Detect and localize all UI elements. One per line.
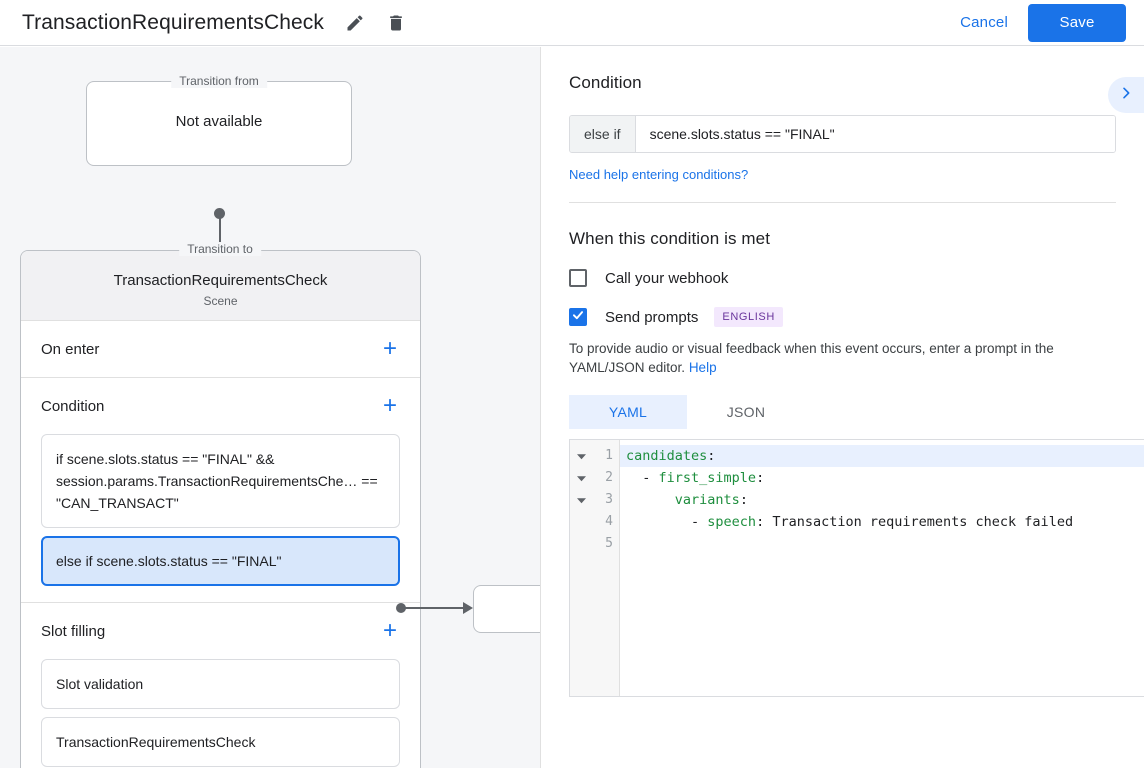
- code-indent: [626, 514, 691, 530]
- webhook-checkbox-row[interactable]: Call your webhook: [569, 269, 1116, 287]
- cancel-button[interactable]: Cancel: [948, 6, 1020, 39]
- code-key: first_simple: [658, 470, 757, 486]
- editor-line-numbers: 1 2 3 4 5: [592, 440, 620, 696]
- code-value: Transaction requirements check failed: [764, 514, 1074, 530]
- flow-canvas[interactable]: Transition from Not available Transition…: [0, 47, 540, 768]
- code-line[interactable]: candidates:: [620, 445, 1144, 467]
- scene-card-title: TransactionRequirementsCheck: [113, 272, 328, 289]
- fold-toggle[interactable]: [570, 445, 592, 467]
- webhook-label: Call your webhook: [605, 269, 729, 287]
- app-header: TransactionRequirementsCheck Cancel Save: [0, 0, 1144, 46]
- edit-name-button[interactable]: [340, 8, 370, 38]
- editor-fold-column: [570, 440, 592, 696]
- code-colon: :: [739, 492, 748, 508]
- condition-prefix-label: else if: [570, 116, 636, 152]
- fold-spacer: [570, 511, 592, 533]
- panel-when-met-heading: When this condition is met: [569, 229, 771, 248]
- scene-section-condition: Condition + if scene.slots.status == "FI…: [21, 378, 420, 603]
- scene-card[interactable]: TransactionRequirementsCheck Scene On en…: [20, 250, 421, 768]
- transition-from-node[interactable]: Transition from Not available: [86, 74, 352, 166]
- code-dash: -: [642, 470, 659, 486]
- code-colon: :: [756, 470, 765, 486]
- expand-panel-button[interactable]: [1108, 77, 1144, 113]
- fold-toggle[interactable]: [570, 489, 592, 511]
- condition-item-selected[interactable]: else if scene.slots.status == "FINAL": [41, 536, 400, 586]
- scene-section-on-enter: On enter +: [21, 321, 420, 378]
- code-colon: :: [756, 514, 765, 530]
- save-button[interactable]: Save: [1028, 3, 1126, 42]
- transition-from-value: Not available: [175, 113, 263, 130]
- code-dash: -: [691, 514, 708, 530]
- transition-to-legend: Transition to: [179, 242, 261, 256]
- code-key: speech: [707, 514, 757, 530]
- prompt-code-editor[interactable]: 1 2 3 4 5 candidates: - first_simple: va…: [569, 439, 1144, 697]
- code-line[interactable]: - first_simple:: [620, 467, 1144, 489]
- line-number: 3: [605, 492, 613, 507]
- slot-filling-item[interactable]: TransactionRequirementsCheck: [41, 717, 400, 767]
- editor-code-area[interactable]: candidates: - first_simple: variants: - …: [620, 440, 1144, 696]
- add-on-enter-button[interactable]: +: [382, 335, 397, 362]
- line-number: 4: [605, 514, 613, 529]
- help-link[interactable]: Help: [688, 360, 717, 375]
- section-header-on-enter: On enter +: [21, 321, 420, 377]
- webhook-checkbox[interactable]: [569, 269, 587, 287]
- condition-expression-input[interactable]: [635, 116, 1115, 152]
- add-slot-filling-button[interactable]: +: [382, 617, 397, 644]
- condition-item[interactable]: if scene.slots.status == "FINAL" && sess…: [41, 434, 400, 528]
- send-prompts-checkbox[interactable]: [569, 308, 587, 326]
- code-line[interactable]: - speech: Transaction requirements check…: [620, 511, 1144, 533]
- code-key: variants: [674, 492, 740, 508]
- line-number: 1: [605, 448, 613, 463]
- tab-yaml[interactable]: YAML: [569, 395, 687, 429]
- pencil-icon: [345, 13, 365, 33]
- section-title-slot-filling: Slot filling: [41, 622, 106, 640]
- code-key: candidates: [626, 448, 708, 464]
- panel-divider: [569, 202, 1116, 203]
- section-header-condition: Condition +: [21, 378, 420, 434]
- panel-condition-section: Condition else if Need help entering con…: [541, 47, 1144, 203]
- condition-expression-row: else if: [569, 115, 1116, 153]
- page-title: TransactionRequirementsCheck: [22, 10, 324, 34]
- line-number: 2: [605, 470, 613, 485]
- section-header-slot-filling: Slot filling +: [21, 603, 420, 659]
- editor-format-tabs: YAML JSON: [569, 395, 1116, 429]
- section-title-condition: Condition: [41, 397, 105, 415]
- code-line[interactable]: [620, 533, 1144, 555]
- send-prompts-description-text: To provide audio or visual feedback when…: [569, 341, 1054, 375]
- check-icon: [571, 308, 585, 327]
- language-badge: ENGLISH: [714, 307, 783, 327]
- delete-button[interactable]: [381, 8, 411, 38]
- flow-connector-line: [219, 213, 221, 263]
- scene-card-header: TransactionRequirementsCheck Scene: [21, 251, 420, 321]
- slot-filling-item[interactable]: Slot validation: [41, 659, 400, 709]
- panel-condition-heading: Condition: [569, 73, 642, 92]
- section-body-slot-filling: Slot validation TransactionRequirementsC…: [21, 659, 420, 768]
- code-indent: [626, 470, 642, 486]
- details-panel: Condition else if Need help entering con…: [540, 47, 1144, 768]
- scene-card-subtitle: Scene: [203, 294, 238, 308]
- chevron-right-icon: [1118, 85, 1134, 106]
- target-node[interactable]: [473, 585, 540, 633]
- tab-json[interactable]: JSON: [726, 404, 766, 420]
- section-title-on-enter: On enter: [41, 340, 100, 358]
- send-prompts-label: Send prompts: [605, 308, 699, 326]
- condition-output-arrowhead: [463, 602, 473, 614]
- code-colon: :: [707, 448, 716, 464]
- code-indent: [626, 492, 675, 508]
- condition-output-line: [401, 607, 465, 609]
- scene-section-slot-filling: Slot filling + Slot validation Transacti…: [21, 603, 420, 768]
- panel-when-met-section: When this condition is met Call your web…: [541, 203, 1144, 697]
- send-prompts-checkbox-row[interactable]: Send prompts ENGLISH: [569, 307, 1116, 327]
- condition-help-link[interactable]: Need help entering conditions?: [569, 167, 749, 182]
- transition-from-legend: Transition from: [171, 74, 267, 88]
- fold-toggle[interactable]: [570, 467, 592, 489]
- condition-output-dot: [396, 603, 406, 613]
- fold-spacer: [570, 533, 592, 555]
- send-prompts-description: To provide audio or visual feedback when…: [569, 339, 1116, 377]
- section-body-condition: if scene.slots.status == "FINAL" && sess…: [21, 434, 420, 602]
- line-number: 5: [605, 536, 613, 551]
- code-line[interactable]: variants:: [620, 489, 1144, 511]
- trash-icon: [386, 13, 406, 33]
- add-condition-button[interactable]: +: [382, 392, 397, 419]
